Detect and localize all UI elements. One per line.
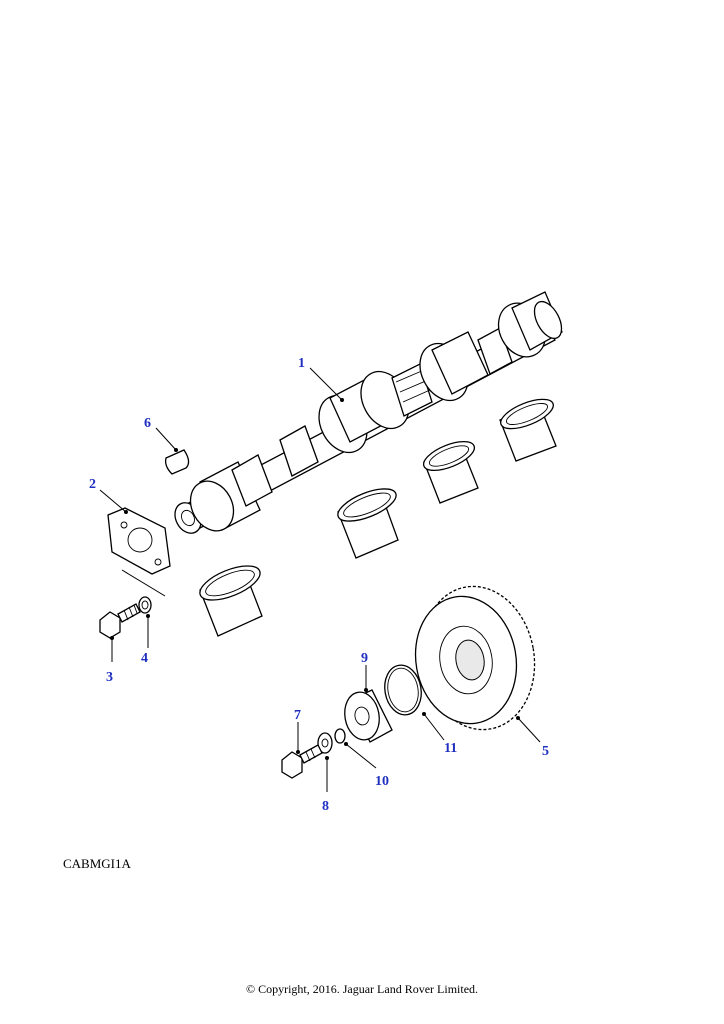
camshaft-bearing-3 xyxy=(422,440,479,504)
callout-4: 4 xyxy=(141,651,148,666)
callout-1: 1 xyxy=(298,356,305,371)
gear-retaining-flange xyxy=(344,689,393,743)
gear-washer xyxy=(317,732,333,754)
circlip xyxy=(334,728,346,744)
callout-9: 9 xyxy=(361,651,368,666)
drawing-reference-code: CABMGI1A xyxy=(63,856,131,871)
thrust-plate xyxy=(107,507,171,597)
copyright-notice: © Copyright, 2016. Jaguar Land Rover Lim… xyxy=(245,982,479,996)
callout-5: 5 xyxy=(542,744,549,759)
camshaft xyxy=(174,291,563,534)
camshaft-bearing-4 xyxy=(499,398,557,462)
thrust-plate-bolt xyxy=(99,603,141,639)
camshaft-bearing-front xyxy=(199,565,263,637)
callout-10: 10 xyxy=(375,774,389,789)
callout-3: 3 xyxy=(106,670,113,685)
callout-11: 11 xyxy=(444,741,457,756)
spring-washer xyxy=(138,596,152,614)
leader-lines xyxy=(99,367,541,792)
callout-7: 7 xyxy=(294,708,301,723)
gear-bolt xyxy=(281,744,323,779)
o-ring xyxy=(384,664,422,716)
woodruff-key xyxy=(164,449,190,475)
camshaft-bearing-2 xyxy=(337,488,399,559)
callout-6: 6 xyxy=(144,416,151,431)
camshaft-gear xyxy=(414,585,536,731)
callout-8: 8 xyxy=(322,799,329,814)
callout-2: 2 xyxy=(89,477,96,492)
